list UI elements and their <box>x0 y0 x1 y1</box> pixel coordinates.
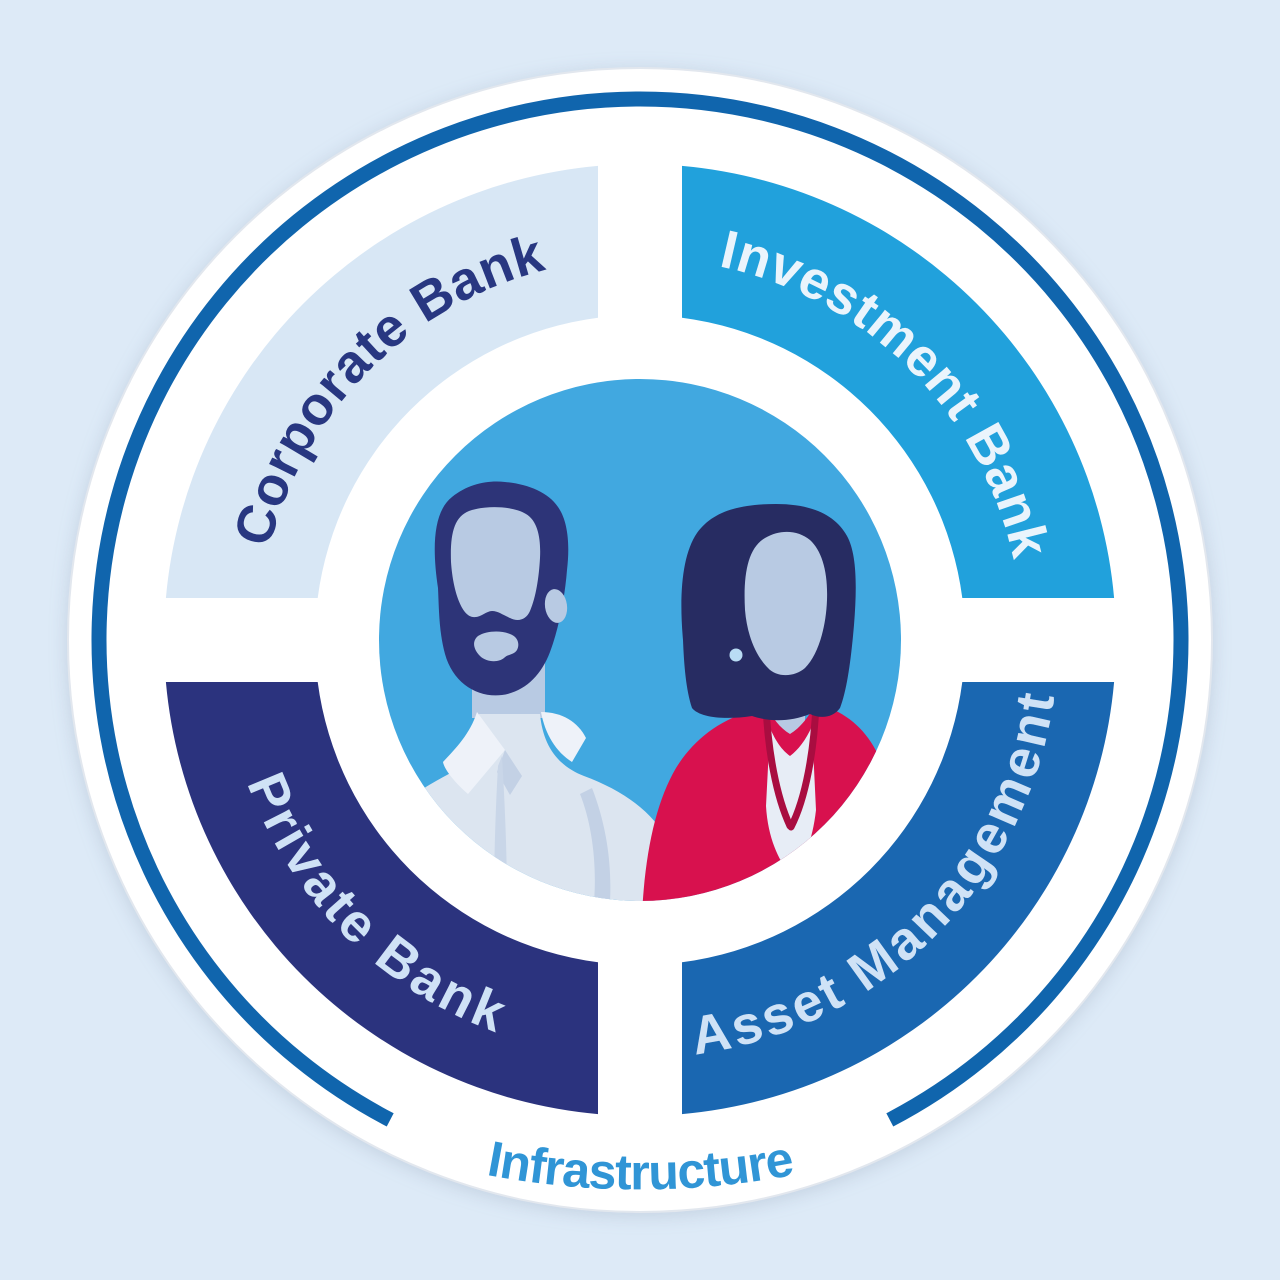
woman-lapel-right-edge <box>787 700 820 831</box>
segment-private-bank-arc <box>165 682 598 1115</box>
man-ear <box>544 589 568 623</box>
man-collar-shadow <box>497 750 522 795</box>
man-face <box>450 507 541 620</box>
segment-investment-bank-arc <box>682 165 1115 598</box>
woman-face <box>744 531 828 676</box>
man-collar-right <box>541 712 586 762</box>
infrastructure-ring <box>91 91 1189 1127</box>
man-shoulder-fold <box>580 788 611 901</box>
segment-asset-management-arc <box>682 682 1115 1115</box>
woman-earring <box>729 648 743 662</box>
woman-lapel-left-edge <box>762 702 794 830</box>
woman-blouse <box>766 726 816 874</box>
man-collar-left <box>443 712 505 794</box>
man-mouth <box>474 631 519 662</box>
segment-corporate-bank-arc <box>165 165 598 598</box>
